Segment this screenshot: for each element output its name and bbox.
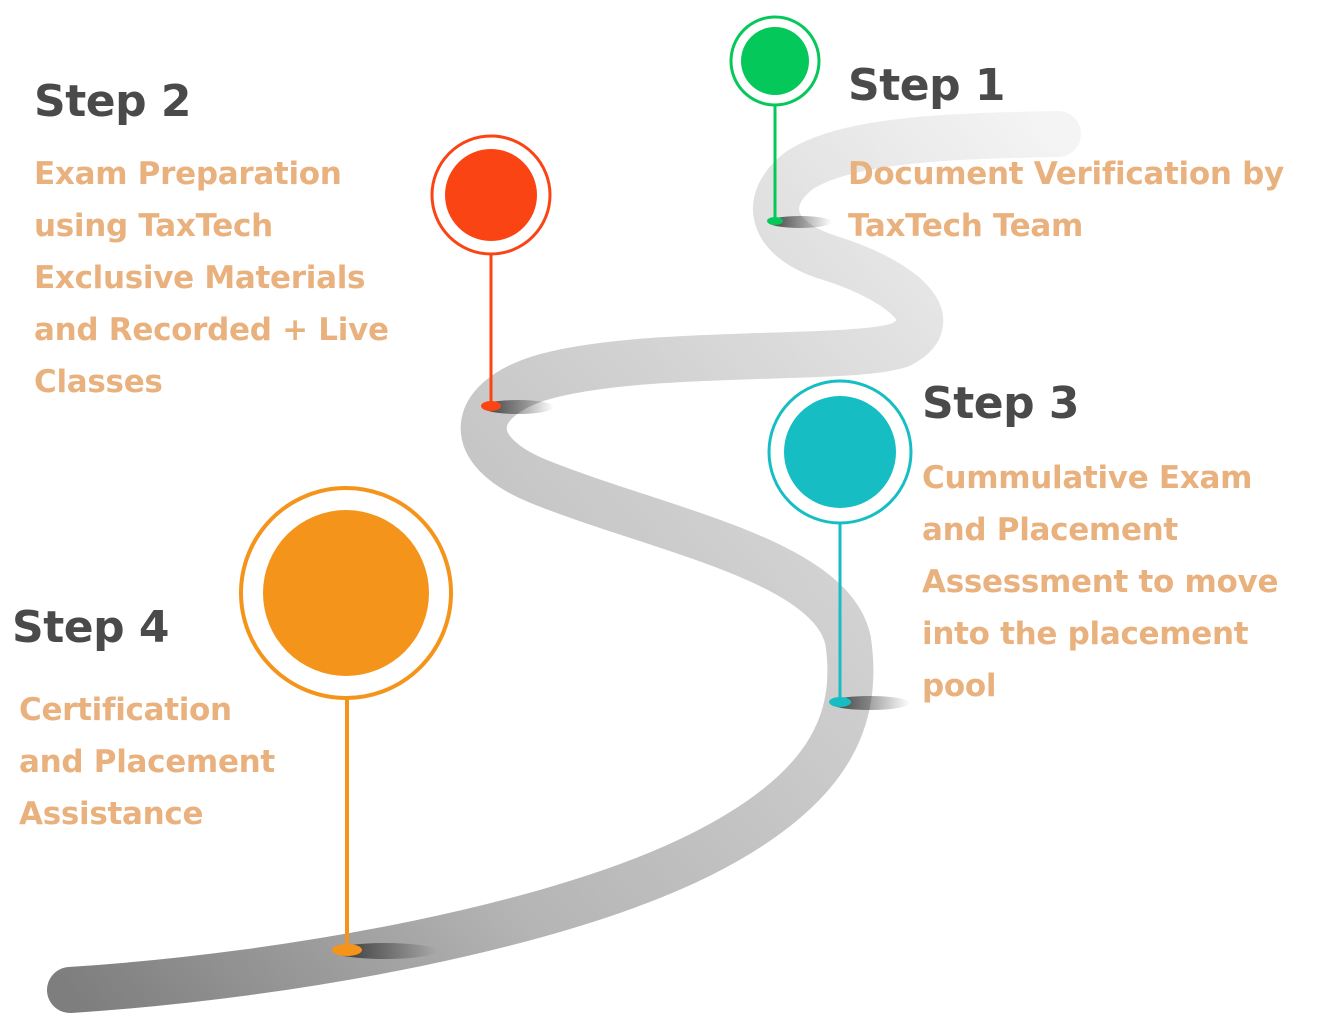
step4-description-line: and Placement xyxy=(19,744,275,780)
step2-description: Exam Preparation using TaxTech Exclusive… xyxy=(34,148,389,408)
step1-title: Step 1 xyxy=(848,60,1006,111)
step2-title: Step 2 xyxy=(34,76,192,127)
step1-description-line: TaxTech Team xyxy=(848,208,1084,244)
step3-description: Cummulative Exam and Placement Assessmen… xyxy=(922,452,1278,712)
step2-pin-dot xyxy=(445,149,537,241)
step3-pin-dot xyxy=(784,396,896,508)
step3-description-line: pool xyxy=(922,668,997,704)
step3-pin-shadow xyxy=(830,696,910,710)
step2-description-line: and Recorded + Live xyxy=(34,312,389,348)
step2-description-line: Classes xyxy=(34,364,163,400)
step2-description-line: Exclusive Materials xyxy=(34,260,366,296)
step4-pin-dot xyxy=(263,510,429,676)
step2-description-line: using TaxTech xyxy=(34,208,273,244)
step2-pin-shadow xyxy=(482,400,554,414)
step3-title: Step 3 xyxy=(922,378,1080,429)
step4-description-line: Certification xyxy=(19,692,232,728)
step3-description-line: and Placement xyxy=(922,512,1178,548)
step2-marker xyxy=(430,134,554,414)
step1-description: Document Verification by TaxTech Team xyxy=(848,148,1284,252)
step3-description-line: Assessment to move xyxy=(922,564,1279,600)
step1-marker xyxy=(729,15,832,228)
step3-description-line: into the placement xyxy=(922,616,1249,652)
step3-description-line: Cummulative Exam xyxy=(922,460,1253,496)
step2-description-line: Exam Preparation xyxy=(34,156,342,192)
step4-title: Step 4 xyxy=(12,602,170,653)
step4-description-line: Assistance xyxy=(19,796,204,832)
step4-description: Certification and Placement Assistance xyxy=(19,684,275,840)
step4-marker xyxy=(239,486,453,959)
step1-pin-dot xyxy=(741,27,809,95)
step3-marker xyxy=(767,379,913,710)
step1-description-line: Document Verification by xyxy=(848,156,1284,192)
step1-pin-shadow xyxy=(768,216,832,228)
